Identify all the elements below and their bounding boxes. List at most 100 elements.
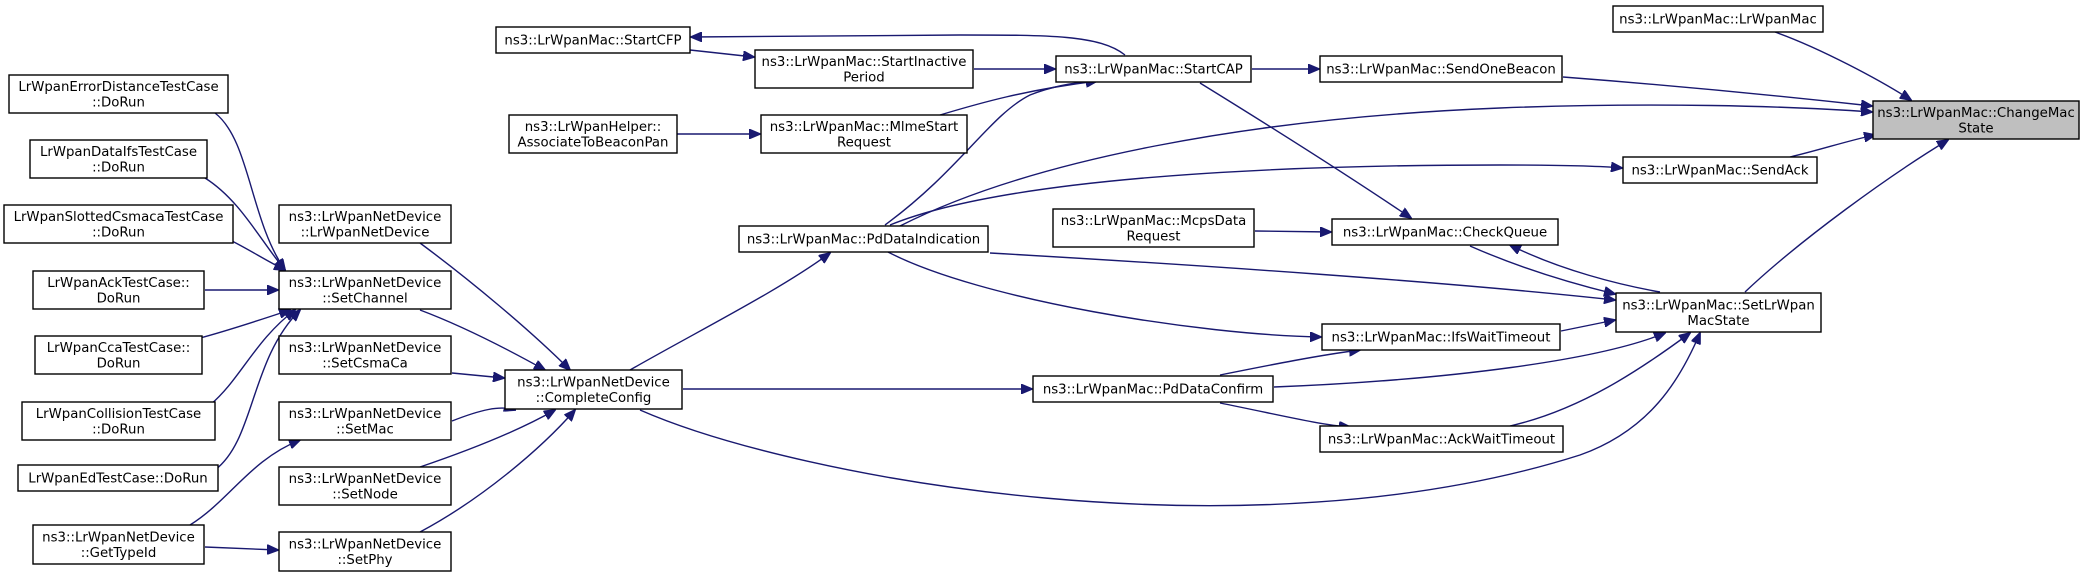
node-pddataconfirm[interactable]: ns3::LrWpanMac::PdDataConfirm [1032, 375, 1274, 403]
node-setphy[interactable]: ns3::LrWpanNetDevice::SetPhy [278, 531, 452, 572]
node-setnode[interactable]: ns3::LrWpanNetDevice::SetNode [278, 466, 452, 506]
edge-mlmestart-to-startcap [939, 81, 1097, 116]
node-label: ns3::LrWpanMac::McpsData [1061, 214, 1247, 229]
edge-mcpsdata-to-checkqueue [1254, 231, 1331, 232]
node-label: Request [837, 135, 891, 150]
node-label: ::DoRun [92, 95, 145, 110]
edge-errordist-to-setchannel [214, 112, 285, 270]
node-label: Period [843, 70, 884, 85]
node-label: ns3::LrWpanMac::ChangeMac [1877, 106, 2075, 121]
node-label: LrWpanEdTestCase::DoRun [28, 472, 207, 487]
node-box [1872, 100, 2080, 140]
node-setmac[interactable]: ns3::LrWpanNetDevice::SetMac [278, 401, 452, 441]
node-box [3, 204, 234, 244]
node-netdevice_ctor[interactable]: ns3::LrWpanNetDevice::LrWpanNetDevice [278, 204, 452, 244]
node-startcap[interactable]: ns3::LrWpanMac::StartCAP [1055, 55, 1252, 83]
edge-dataifs-to-setchannel [204, 177, 285, 270]
node-box [278, 401, 452, 441]
node-label: Request [1126, 229, 1180, 244]
node-checkqueue[interactable]: ns3::LrWpanMac::CheckQueue [1331, 218, 1559, 246]
node-lrwpanmac_ctor[interactable]: ns3::LrWpanMac::LrWpanMac [1612, 5, 1824, 33]
node-label: ns3::LrWpanMac::StartInactive [762, 55, 967, 70]
node-box [1319, 425, 1564, 453]
edge-ifswait-to-setlrwpanmacstate [1560, 320, 1615, 332]
edge-pddataindication-to-sendack [889, 165, 1622, 226]
node-box [1615, 292, 1822, 333]
node-box [278, 466, 452, 506]
node-label: ns3::LrWpanMac::PdDataIndication [747, 233, 980, 248]
node-setchannel[interactable]: ns3::LrWpanNetDevice::SetChannel [278, 270, 452, 310]
node-label: ns3::LrWpanMac::StartCAP [1064, 63, 1243, 78]
node-box [1622, 156, 1818, 184]
node-label: ::GetTypeId [81, 546, 157, 561]
node-label: ns3::LrWpanMac::MlmeStart [770, 120, 959, 135]
node-ackwait[interactable]: ns3::LrWpanMac::AckWaitTimeout [1319, 425, 1564, 453]
node-label: LrWpanAckTestCase:: [47, 276, 190, 291]
node-label: ::SetChannel [322, 291, 407, 306]
node-box [32, 524, 205, 565]
node-box [1032, 375, 1274, 403]
edge-ackwait-to-setlrwpanmacstate [1509, 333, 1690, 427]
node-sendack[interactable]: ns3::LrWpanMac::SendAck [1622, 156, 1818, 184]
node-label: LrWpanCcaTestCase:: [47, 341, 190, 356]
node-label: ::LrWpanNetDevice [301, 225, 430, 240]
node-errordist[interactable]: LrWpanErrorDistanceTestCase::DoRun [8, 74, 229, 114]
edge-pddataindication-to-ifswait [887, 251, 1321, 337]
node-label: ns3::LrWpanHelper:: [525, 120, 662, 135]
node-dataifs[interactable]: LrWpanDataIfsTestCase::DoRun [29, 139, 208, 179]
edge-startcap-to-checkqueue [1199, 82, 1411, 218]
node-pddataindication[interactable]: ns3::LrWpanMac::PdDataIndication [738, 225, 989, 253]
node-sendonebeacon[interactable]: ns3::LrWpanMac::SendOneBeacon [1319, 55, 1563, 83]
node-box [508, 114, 678, 154]
node-associate[interactable]: ns3::LrWpanHelper::AssociateToBeaconPan [508, 114, 678, 154]
edge-startcfp-to-startinactive [689, 49, 754, 57]
edge-setphy-to-completeconfig [419, 410, 575, 533]
node-label: ns3::LrWpanMac::AckWaitTimeout [1328, 433, 1555, 448]
node-label: ns3::LrWpanMac::IfsWaitTimeout [1332, 331, 1551, 346]
edge-completeconfig-to-pddataindication [629, 253, 830, 371]
node-label: LrWpanDataIfsTestCase [40, 145, 197, 160]
node-slotted[interactable]: LrWpanSlottedCsmacaTestCase::DoRun [3, 204, 234, 244]
node-label: ::SetNode [332, 487, 398, 502]
node-box [278, 335, 452, 375]
node-label: ns3::LrWpanNetDevice [42, 530, 195, 545]
node-label: ns3::LrWpanNetDevice [289, 472, 442, 487]
node-layer: ns3::LrWpanMac::ChangeMacStatens3::LrWpa… [3, 5, 2080, 572]
edge-gettypeid-to-setphy [204, 547, 278, 550]
node-box [1612, 5, 1824, 33]
node-edtest[interactable]: LrWpanEdTestCase::DoRun [17, 464, 219, 492]
node-box [495, 26, 691, 54]
node-label: ns3::LrWpanMac::StartCFP [504, 34, 681, 49]
node-box [34, 335, 203, 375]
node-box [504, 369, 683, 410]
edge-setchannel-to-completeconfig [419, 309, 545, 370]
node-ifswait[interactable]: ns3::LrWpanMac::IfsWaitTimeout [1321, 323, 1561, 351]
node-label: ns3::LrWpanNetDevice [289, 276, 442, 291]
node-completeconfig[interactable]: ns3::LrWpanNetDevice::CompleteConfig [504, 369, 683, 410]
node-label: LrWpanErrorDistanceTestCase [18, 80, 218, 95]
edge-setlrwpanmacstate-to-checkqueue [1510, 245, 1661, 293]
node-box [32, 270, 205, 310]
node-label: ::SetPhy [337, 553, 392, 568]
edge-pddataconfirm-to-ackwait [1219, 402, 1350, 427]
node-startcfp[interactable]: ns3::LrWpanMac::StartCFP [495, 26, 691, 54]
node-box [760, 114, 968, 154]
edge-setcsmaca-to-completeconfig [451, 373, 504, 378]
node-label: ns3::LrWpanNetDevice [289, 537, 442, 552]
node-ccatest[interactable]: LrWpanCcaTestCase::DoRun [34, 335, 203, 375]
edge-gettypeid-to-setmac [189, 440, 300, 526]
edge-netdevice_ctor-to-completeconfig [419, 242, 570, 370]
node-collision[interactable]: LrWpanCollisionTestCase::DoRun [21, 401, 216, 441]
node-label: ::DoRun [92, 160, 145, 175]
node-label: LrWpanCollisionTestCase [36, 407, 201, 422]
node-label: ::DoRun [92, 225, 145, 240]
node-setcsmaca[interactable]: ns3::LrWpanNetDevice::SetCsmaCa [278, 335, 452, 375]
node-acktest[interactable]: LrWpanAckTestCase::DoRun [32, 270, 205, 310]
node-gettypeid[interactable]: ns3::LrWpanNetDevice::GetTypeId [32, 524, 205, 565]
